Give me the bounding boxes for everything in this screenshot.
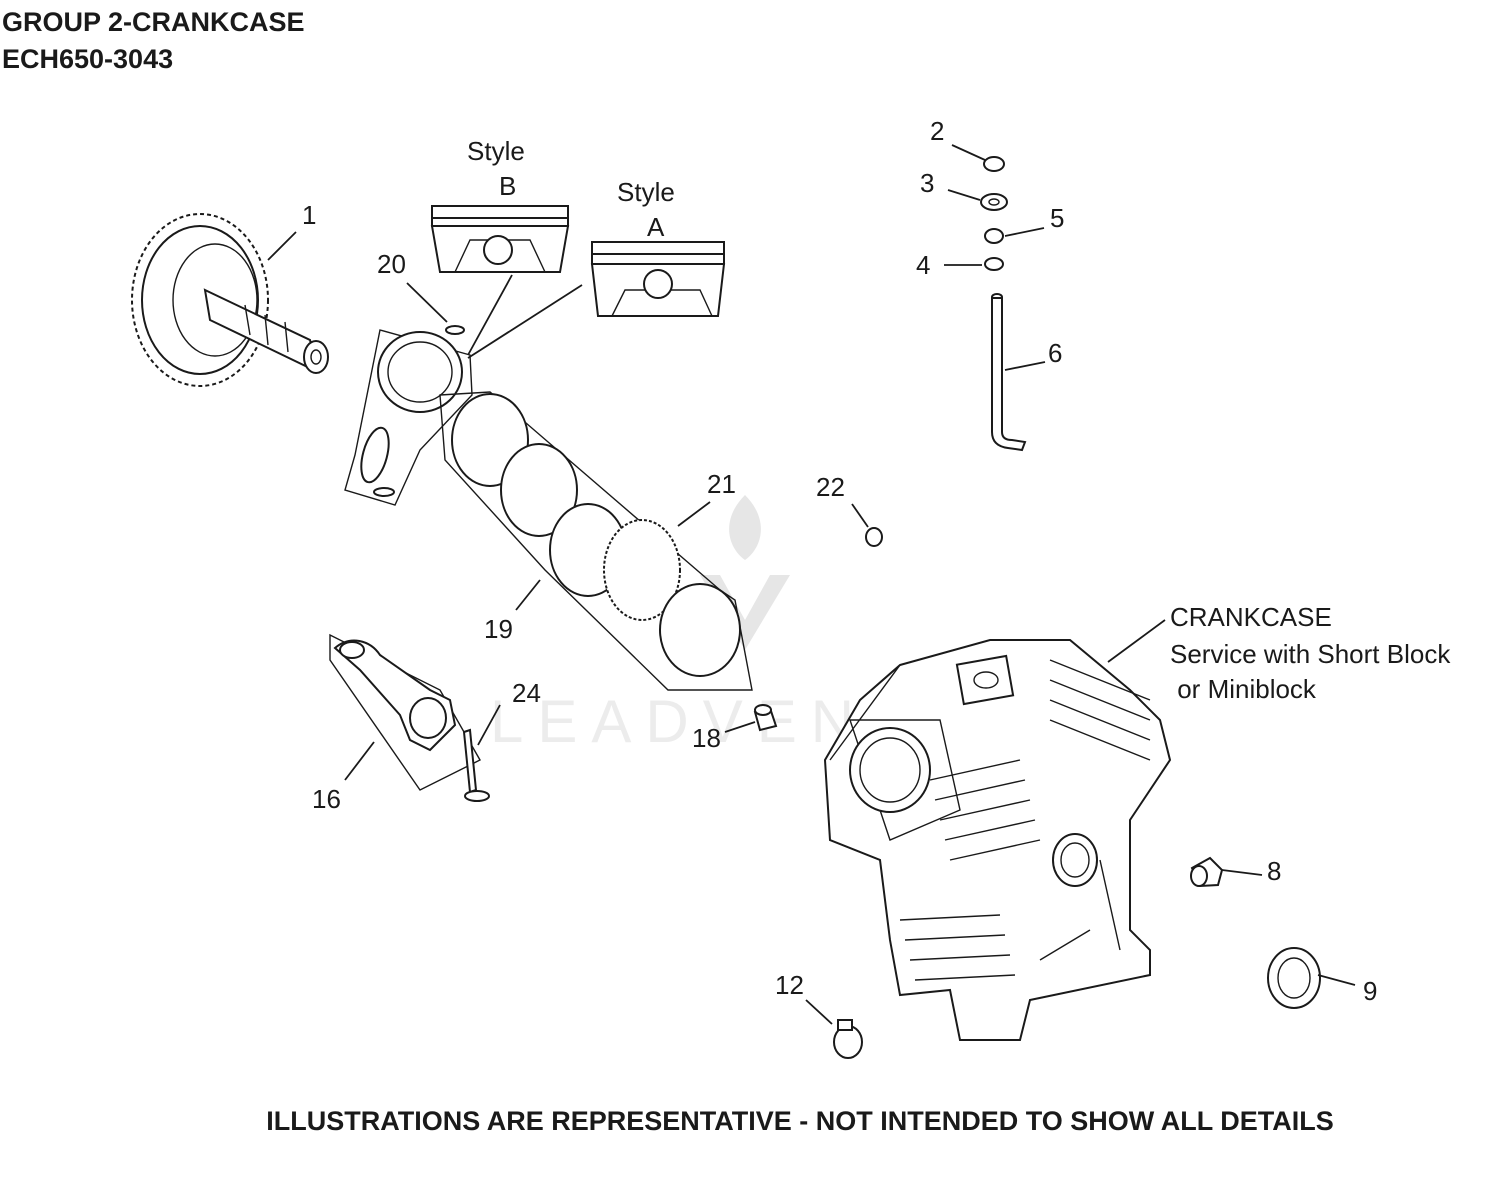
model-number: ECH650-3043 — [2, 44, 174, 74]
callout-19: 19 — [484, 614, 513, 644]
callout-2: 2 — [930, 116, 944, 146]
style-b-label-line2: B — [499, 171, 516, 201]
crankcase-part — [823, 639, 1172, 1041]
oil-seal-part — [1267, 947, 1321, 1009]
style-a-label-line1: Style — [617, 177, 675, 207]
piston-style-a — [590, 241, 726, 317]
callout-5: 5 — [1050, 203, 1064, 233]
callout-4: 4 — [916, 250, 930, 280]
dowel-pin-part — [753, 704, 778, 732]
dipstick-tube-part — [991, 293, 1027, 452]
callout-21: 21 — [707, 469, 736, 499]
disclaimer-footer: ILLUSTRATIONS ARE REPRESENTATIVE - NOT I… — [266, 1106, 1334, 1136]
crankcase-note-line2: Service with Short Block — [1170, 639, 1451, 669]
callout-9: 9 — [1363, 976, 1377, 1006]
crankcase-note: CRANKCASE Service with Short Block or Mi… — [1170, 602, 1451, 704]
piston-rings-part — [439, 391, 753, 691]
style-b-label-line1: Style — [467, 136, 525, 166]
callout-20: 20 — [377, 249, 406, 279]
style-a-label-line2: A — [647, 212, 665, 242]
washer-parts — [980, 156, 1008, 271]
hose-clamp-part — [833, 1019, 863, 1059]
pipe-plug-part — [1190, 856, 1224, 888]
callout-12: 12 — [775, 970, 804, 1000]
crankcase-note-line1: CRANKCASE — [1170, 602, 1332, 632]
callout-16: 16 — [312, 784, 341, 814]
callout-24: 24 — [512, 678, 541, 708]
callout-1: 1 — [302, 200, 316, 230]
callout-18: 18 — [692, 723, 721, 753]
leader-lines — [267, 144, 1356, 1025]
connecting-rod-part — [329, 633, 490, 802]
callout-labels: 1 2 3 4 5 6 8 9 12 16 18 19 20 21 22 24 — [302, 116, 1377, 1006]
group-title: GROUP 2-CRANKCASE — [2, 7, 305, 37]
piston-style-b — [430, 205, 570, 273]
callout-22: 22 — [816, 472, 845, 502]
camshaft-gear-part — [131, 213, 329, 387]
style-labels: Style B Style A — [467, 136, 675, 242]
crankcase-note-line3: or Miniblock — [1170, 674, 1317, 704]
callout-6: 6 — [1048, 338, 1062, 368]
plug-part — [865, 527, 883, 547]
piston-assembly-part — [344, 325, 473, 506]
callout-3: 3 — [920, 168, 934, 198]
callout-8: 8 — [1267, 856, 1281, 886]
